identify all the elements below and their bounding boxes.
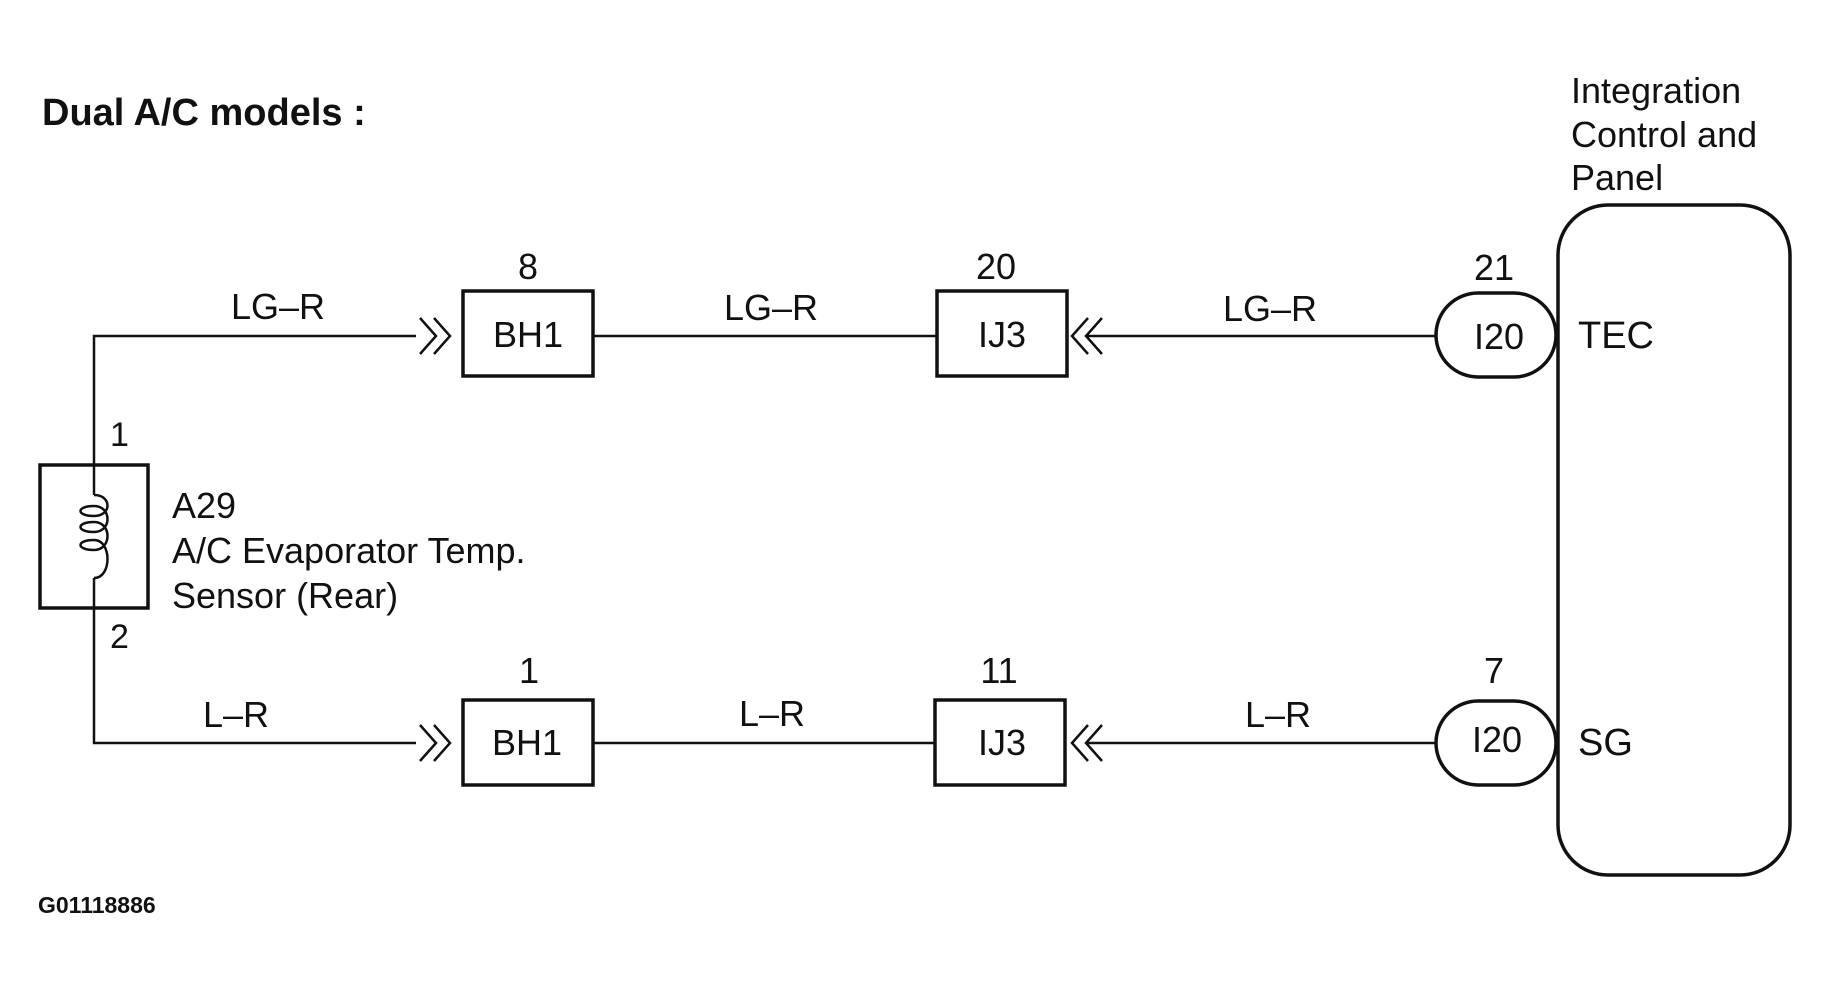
- wire-top-segment-1: [92, 334, 416, 465]
- circuit-bottom: BH1 1 IJ3 11 I20 7 L–R L–R L–R: [92, 608, 1558, 787]
- connector-ij3-bottom-pin: 11: [980, 650, 1017, 691]
- connector-i20-top: [1434, 291, 1558, 379]
- wire-top-color-3: LG–R: [1223, 288, 1317, 329]
- wire-bottom-segment-1: [92, 608, 416, 745]
- ecu-terminal-sg: SG: [1578, 722, 1633, 764]
- wire-bottom-color-2: L–R: [739, 693, 805, 734]
- wire-top-color-2: LG–R: [724, 287, 818, 328]
- connector-ij3-bottom-code: IJ3: [978, 722, 1026, 763]
- male-connector-arrow-icon: [419, 724, 452, 762]
- sensor-name-line-2: Sensor (Rear): [172, 575, 398, 616]
- connector-i20-bottom-pin: 7: [1484, 650, 1504, 691]
- connector-bh1-top-code: BH1: [493, 314, 563, 355]
- ecu-label-line-1: Integration: [1571, 70, 1741, 111]
- connector-bh1-bottom-pin: 1: [519, 650, 539, 691]
- circuit-top: BH1 8 IJ3 20 I20 21 LG–R LG–R LG–R: [92, 246, 1558, 465]
- sensor-name-line-1: A/C Evaporator Temp.: [172, 530, 526, 571]
- wire-bottom-color-3: L–R: [1245, 694, 1311, 735]
- male-connector-arrow-icon: [419, 317, 452, 355]
- connector-bh1-top: [461, 289, 595, 378]
- thermistor-coil-icon: [79, 493, 109, 580]
- ecu-label-line-3: Panel: [1571, 157, 1663, 198]
- ecu-label-line-2: Control and: [1571, 114, 1757, 155]
- figure-id: G01118886: [38, 892, 156, 918]
- sensor-pin-2: 2: [110, 618, 129, 656]
- ecu-terminal-tec: TEC: [1578, 315, 1654, 357]
- connector-i20-top-code: I20: [1474, 316, 1524, 357]
- wire-top-color-1: LG–R: [231, 286, 325, 327]
- connector-ij3-top-code: IJ3: [978, 314, 1026, 355]
- ecu-box: [1556, 203, 1792, 877]
- wire-bottom-color-1: L–R: [203, 694, 269, 735]
- connector-i20-bottom: [1434, 699, 1558, 787]
- connector-bh1-top-pin: 8: [518, 246, 538, 287]
- connector-bh1-bottom-code: BH1: [492, 722, 562, 763]
- connector-ij3-top-pin: 20: [976, 246, 1016, 287]
- connector-ij3-bottom: [933, 698, 1067, 787]
- diagram-title: Dual A/C models :: [42, 92, 366, 134]
- sensor-pin-1: 1: [110, 416, 129, 454]
- sensor-code: A29: [172, 485, 236, 526]
- connector-i20-top-pin: 21: [1474, 247, 1514, 288]
- connector-i20-bottom-code: I20: [1472, 719, 1522, 760]
- connector-ij3-top: [935, 289, 1069, 378]
- connector-bh1-bottom: [461, 698, 595, 787]
